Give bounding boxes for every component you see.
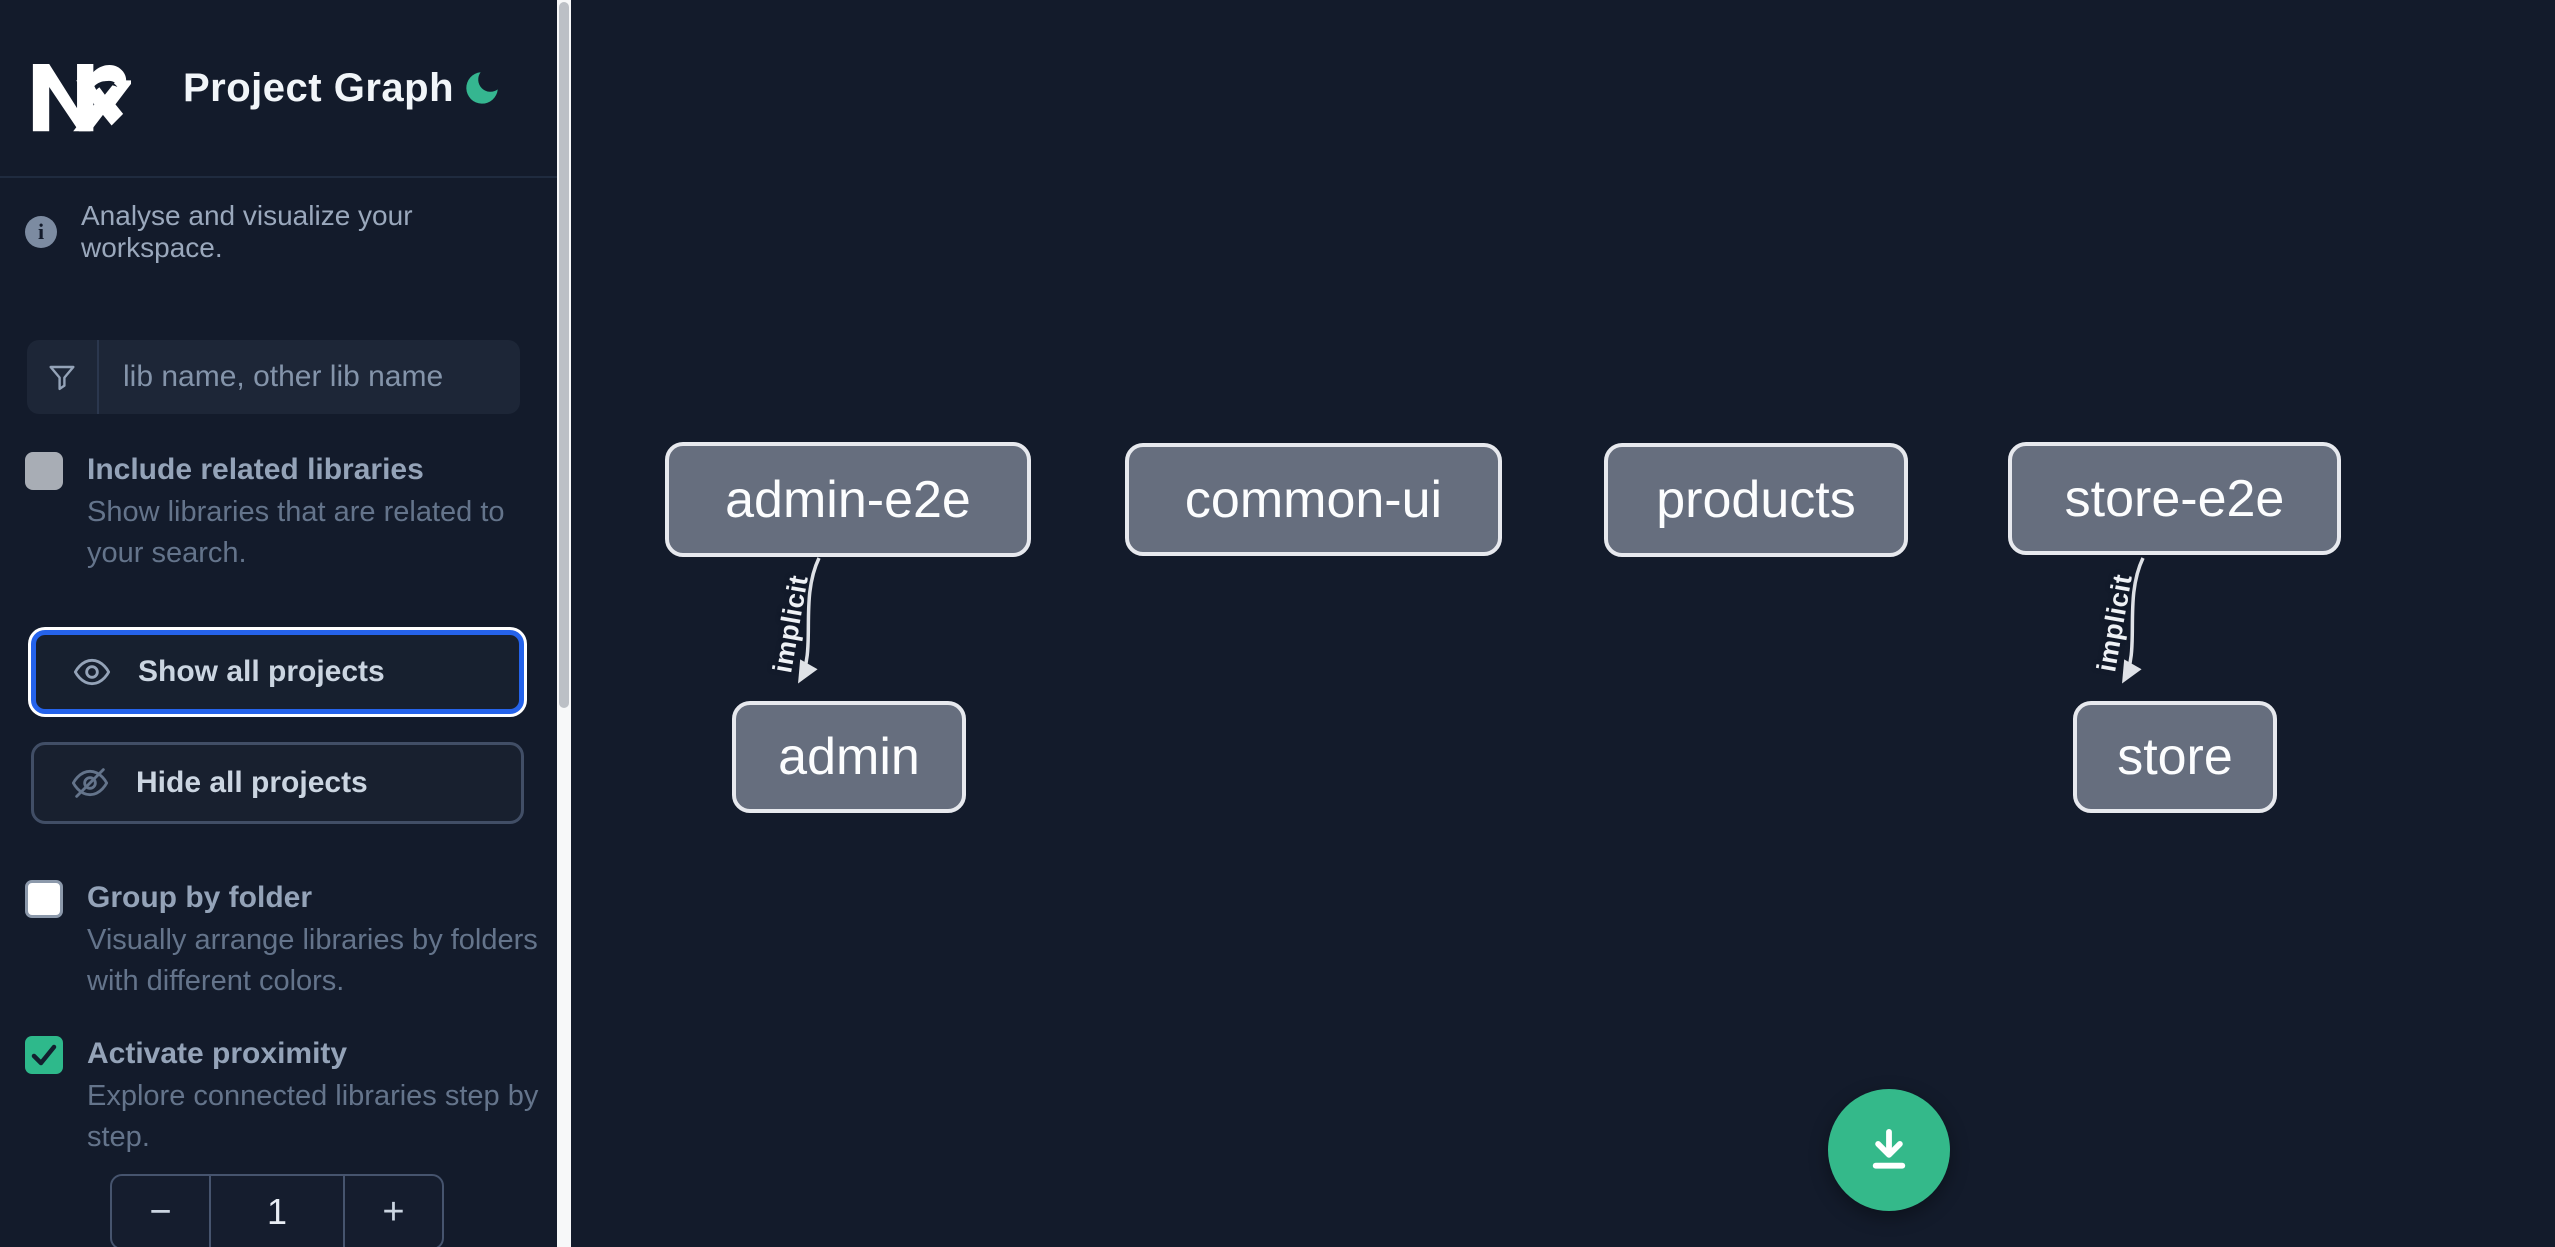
hide-all-projects-button[interactable]: Hide all projects: [31, 742, 524, 824]
sidebar: Project Graph i Analyse and visualize yo…: [0, 0, 557, 1247]
increment-button[interactable]: +: [345, 1176, 442, 1247]
dependency-edges: [798, 557, 2145, 684]
workspace-tagline: i Analyse and visualize your workspace.: [0, 200, 557, 264]
include-related-label: Include related libraries: [87, 453, 424, 486]
graph-node-admin-e2e[interactable]: admin-e2e: [665, 442, 1031, 557]
graph-node-store[interactable]: store: [2073, 701, 2277, 813]
eye-icon: [73, 658, 111, 686]
show-all-projects-button[interactable]: Show all projects: [31, 630, 524, 714]
group-by-folder-toggle[interactable]: Group by folder Visually arrange librari…: [0, 878, 557, 1002]
include-related-checkbox[interactable]: [25, 452, 63, 490]
group-by-folder-description: Visually arrange libraries by folders wi…: [87, 924, 538, 997]
filter-funnel-icon: [27, 340, 99, 414]
nx-logo: [32, 64, 131, 132]
edge-label: implicit: [2091, 571, 2138, 675]
edge-store-e2e-to-store: [2122, 557, 2145, 684]
filter-input[interactable]: [99, 340, 520, 414]
info-icon: i: [25, 216, 57, 248]
hide-all-label: Hide all projects: [136, 766, 368, 799]
download-icon: [1872, 1128, 1906, 1169]
eye-off-icon: [71, 768, 109, 798]
activate-proximity-toggle[interactable]: Activate proximity Explore connected lib…: [0, 1034, 557, 1158]
group-by-folder-label: Group by folder: [87, 881, 312, 914]
graph-node-products[interactable]: products: [1604, 443, 1908, 557]
graph-node-admin[interactable]: admin: [732, 701, 966, 813]
edge-label: implicit: [767, 572, 814, 676]
sidebar-header: Project Graph: [0, 0, 557, 178]
include-related-toggle[interactable]: Include related libraries Show libraries…: [0, 450, 557, 574]
moon-icon: [466, 72, 498, 104]
download-graph-button[interactable]: [1828, 1089, 1950, 1211]
scrollbar-thumb[interactable]: [559, 2, 569, 708]
theme-toggle-button[interactable]: [459, 65, 505, 111]
decrement-button[interactable]: −: [112, 1176, 209, 1247]
activate-proximity-description: Explore connected libraries step by step…: [87, 1080, 539, 1153]
group-by-folder-checkbox[interactable]: [25, 880, 63, 918]
edge-admin-e2e-to-admin: [798, 557, 821, 684]
activate-proximity-label: Activate proximity: [87, 1037, 348, 1070]
tagline-text: Analyse and visualize your workspace.: [81, 200, 413, 263]
project-graph-canvas[interactable]: implicit implicit admin-e2e common-ui pr…: [571, 0, 2555, 1247]
sidebar-scrollbar[interactable]: [557, 0, 571, 1247]
project-filter: [27, 340, 520, 414]
stepper-value: 1: [209, 1176, 345, 1247]
graph-node-common-ui[interactable]: common-ui: [1125, 443, 1502, 556]
check-icon: [31, 1044, 57, 1066]
activate-proximity-checkbox[interactable]: [25, 1036, 63, 1074]
show-all-label: Show all projects: [138, 655, 385, 688]
include-related-description: Show libraries that are related to your …: [87, 496, 505, 569]
graph-node-store-e2e[interactable]: store-e2e: [2008, 442, 2341, 555]
proximity-depth-stepper: − 1 +: [110, 1174, 444, 1247]
page-title: Project Graph: [183, 65, 455, 110]
